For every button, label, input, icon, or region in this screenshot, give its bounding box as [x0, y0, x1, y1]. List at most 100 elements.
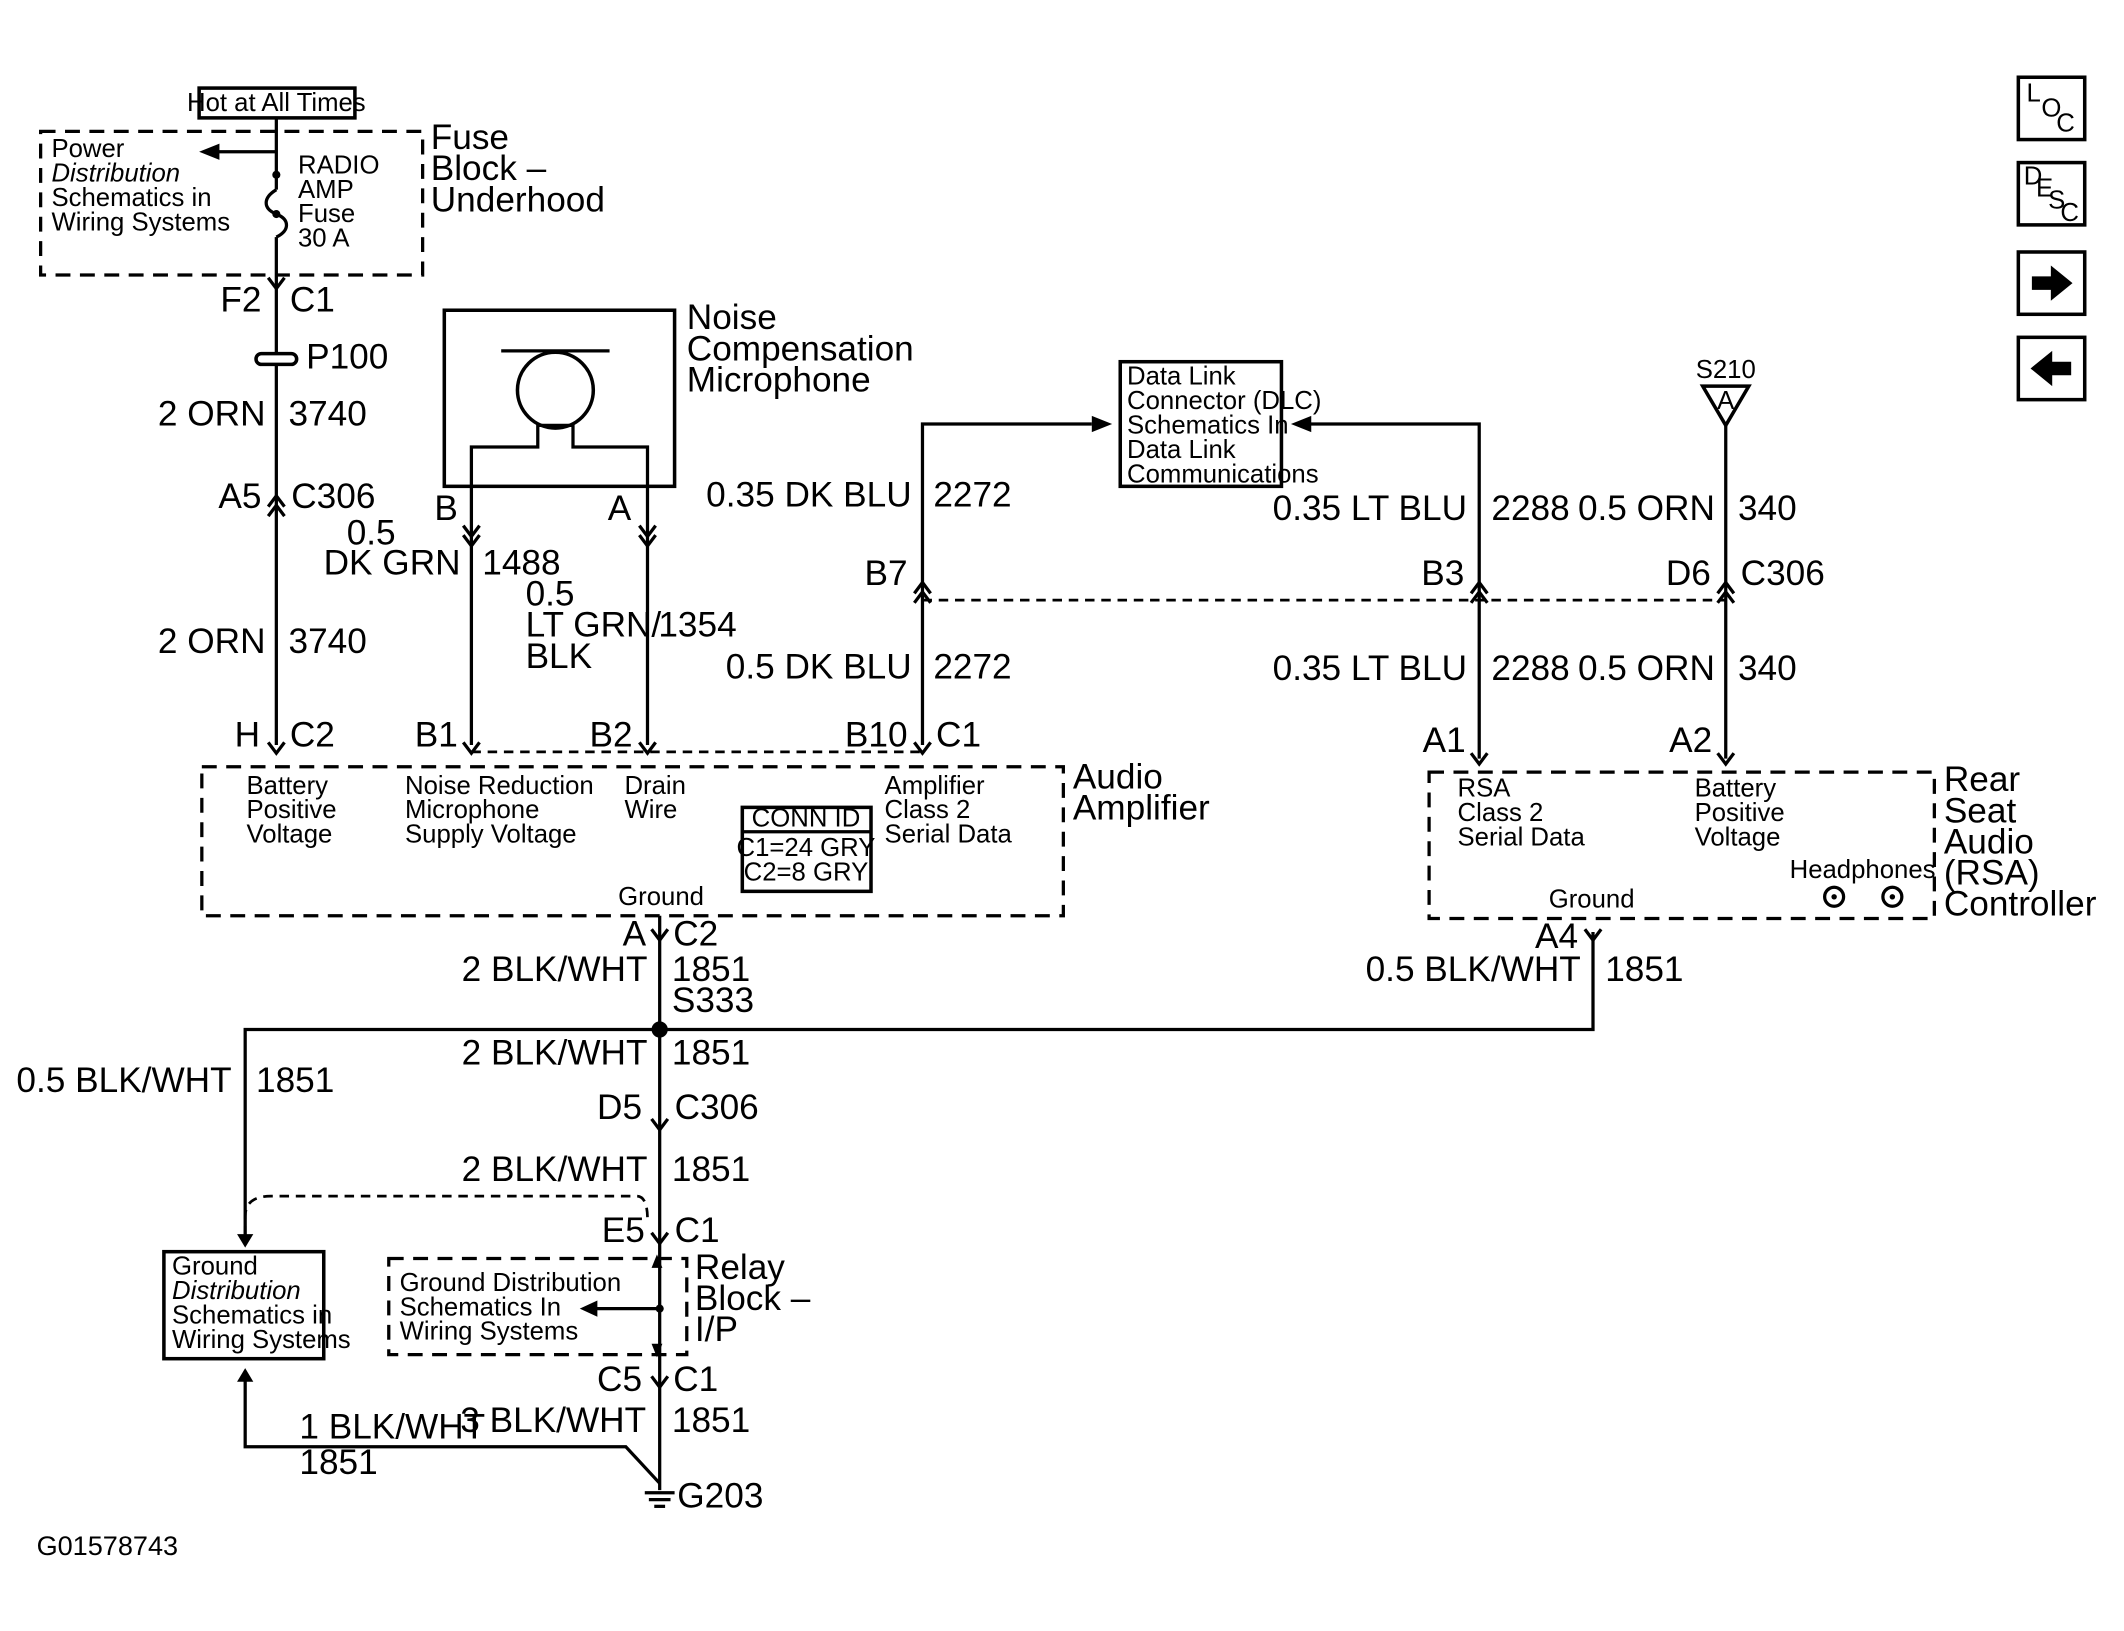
next-page-button[interactable] — [2016, 250, 2087, 317]
connector-c1-label: C1 — [290, 281, 335, 320]
loc-letter-o: O — [2041, 95, 2061, 123]
microphone-lead-lines — [469, 423, 650, 487]
ground-distribution-reference: Ground Distribution Schematics in Wiring… — [162, 1249, 351, 1361]
connector-c1-relay2-label: C1 — [673, 1360, 718, 1399]
wire-1488-circuit: 1488 — [482, 543, 560, 582]
microphone-title-1: Noise — [687, 298, 777, 337]
pin-f2-label: F2 — [220, 281, 261, 320]
circuit-2272-wire — [920, 422, 1092, 746]
circuit-2288: 0.35 LT BLU 2288 B3 0.35 LT BLU 2288 A1 — [1273, 415, 1570, 767]
dlc-line-4: Data Link — [1127, 436, 1236, 464]
pin-d5-label: D5 — [597, 1088, 642, 1127]
wire-1354-circuit: 1354 — [658, 606, 736, 645]
ground-dist-arrow-up-icon — [237, 1368, 254, 1382]
circuit-2288-wire — [1309, 422, 1481, 759]
wire-3740-circuit-2: 3740 — [289, 622, 367, 661]
wire-2272-circuit-1: 2272 — [933, 476, 1011, 515]
wire-2272-circuit-2: 2272 — [933, 648, 1011, 687]
wire-1851-circuit-5: 1851 — [299, 1443, 377, 1482]
loc-button[interactable]: L O C — [2016, 75, 2087, 142]
previous-page-button[interactable] — [2016, 335, 2087, 402]
headphone-jack-left-icon — [1823, 885, 1846, 908]
dlc-line-3: Schematics In — [1127, 412, 1289, 440]
relay-block-outline — [387, 1256, 689, 1357]
relay-block-ip: Relay Block – I/P Ground Distribution Sc… — [387, 1248, 811, 1358]
conn-id-title: CONN ID — [752, 804, 861, 832]
ground-g203-icon — [644, 1491, 675, 1508]
fuse-label-2: AMP — [298, 176, 354, 204]
wire-340-gauge-2: 0.5 ORN — [1578, 649, 1715, 688]
connector-a-symbol-icon — [638, 524, 657, 549]
amplifier-title-2: Amplifier — [1073, 789, 1210, 828]
connector-c306-label-a: C306 — [291, 477, 375, 516]
connector-b-symbol-icon — [461, 524, 481, 549]
amp-pin-b10-desc-3: Serial Data — [885, 821, 1013, 849]
rsa-controller: Rear Seat Audio (RSA) Controller RSA Cla… — [1427, 760, 2097, 924]
wire-left-ground-gauge: 0.5 BLK/WHT — [16, 1061, 231, 1100]
power-ref-line-2: Distribution — [51, 160, 180, 188]
wire-1851-circuit-2: 1851 — [672, 1034, 750, 1073]
amp-pin-b1-desc-1: Noise Reduction — [405, 772, 594, 800]
relay-block-title-2: Block – — [695, 1279, 811, 1318]
connector-c2-label: C2 — [290, 715, 335, 754]
wire-1851-circuit-4: 1851 — [672, 1401, 750, 1440]
fuse-label-3: Fuse — [298, 200, 355, 228]
dlc-line-1: Data Link — [1127, 363, 1236, 391]
power-ref-line-3: Schematics in — [51, 184, 211, 212]
pin-h-label: H — [235, 715, 260, 754]
connector-e5-symbol-icon — [650, 1231, 670, 1247]
connector-c1-amp-label: C1 — [936, 715, 981, 754]
amp-pin-b1-desc-3: Supply Voltage — [405, 821, 577, 849]
fuse-block-underhood: Hot at All Times Fuse Block – Underhood … — [39, 86, 605, 277]
desc-button[interactable]: D E S C — [2016, 160, 2087, 227]
wire-2288-gauge-2: 0.35 LT BLU — [1273, 649, 1467, 688]
connector-f2-symbol-icon — [266, 276, 286, 292]
connector-c1-relay-label: C1 — [675, 1211, 720, 1250]
amp-pin-b2-desc-2: Wire — [624, 796, 677, 824]
relay-junction-icon — [655, 1304, 664, 1313]
relay-arrow-down-icon — [651, 1343, 663, 1358]
figure-id: G01578743 — [37, 1530, 179, 1561]
connector-b10-symbol-icon — [913, 741, 932, 756]
data-link-connector: Data Link Connector (DLC) Schematics In … — [1118, 359, 1321, 489]
relay-block-title-1: Relay — [695, 1248, 785, 1287]
connector-a5-symbol-icon — [266, 493, 286, 518]
pin-b3-label: B3 — [1421, 554, 1464, 593]
wire-1851-gauge-3: 2 BLK/WHT — [462, 1150, 648, 1189]
wire-rsa-ground-gauge: 0.5 BLK/WHT — [1366, 950, 1581, 989]
amp-ground-pin-label: A — [623, 915, 647, 954]
wire-340-circuit-1: 340 — [1738, 489, 1797, 528]
wire-2272-gauge-2: 0.5 DK BLU — [726, 648, 912, 687]
power-ref-arrow-icon — [199, 143, 220, 160]
power-ref-line-1: Power — [51, 135, 124, 163]
arrow-right-icon — [2031, 265, 2073, 301]
wire-2288-circuit-1: 2288 — [1491, 489, 1569, 528]
amp-pin-b10-desc-1: Amplifier — [885, 772, 985, 800]
wire-1851-gauge-1: 2 BLK/WHT — [462, 950, 648, 989]
fuse-label-4: 30 A — [298, 225, 350, 253]
wire-1488-gauge-1: 0.5 — [347, 514, 396, 553]
ground-dist-line-3: Schematics in — [172, 1301, 332, 1329]
pin-b2-label: B2 — [590, 715, 633, 754]
connector-c306-label-c: C306 — [675, 1088, 759, 1127]
dlc-box — [1118, 359, 1284, 489]
connector-e5-dashed-link — [243, 1194, 649, 1236]
headphone-jack-right-icon — [1881, 885, 1904, 908]
pin-e5-label: E5 — [602, 1211, 645, 1250]
wire-1354-gauge-2: LT GRN/ — [526, 606, 662, 645]
desc-letter-c: C — [2060, 199, 2079, 227]
headphones-label: Headphones — [1790, 856, 1936, 884]
wire-left-ground-circuit: 1851 — [256, 1061, 334, 1100]
wire-1354-gauge-1: 0.5 — [526, 575, 575, 614]
rsa-ground-pin-label: A4 — [1535, 917, 1578, 956]
relay-ref-line-3: Wiring Systems — [400, 1318, 579, 1346]
pin-c5-label: C5 — [597, 1360, 642, 1399]
rsa-title-4: (RSA) — [1944, 854, 2040, 893]
amp-pin-b10-desc-2: Class 2 — [885, 796, 971, 824]
pin-a5-label: A5 — [218, 477, 261, 516]
relay-ref-line-1: Ground Distribution — [400, 1269, 622, 1297]
loc-letter-l: L — [2026, 80, 2040, 108]
rsa-pin-a1-desc-2: Class 2 — [1458, 799, 1544, 827]
connector-c306-label-b: C306 — [1741, 554, 1825, 593]
